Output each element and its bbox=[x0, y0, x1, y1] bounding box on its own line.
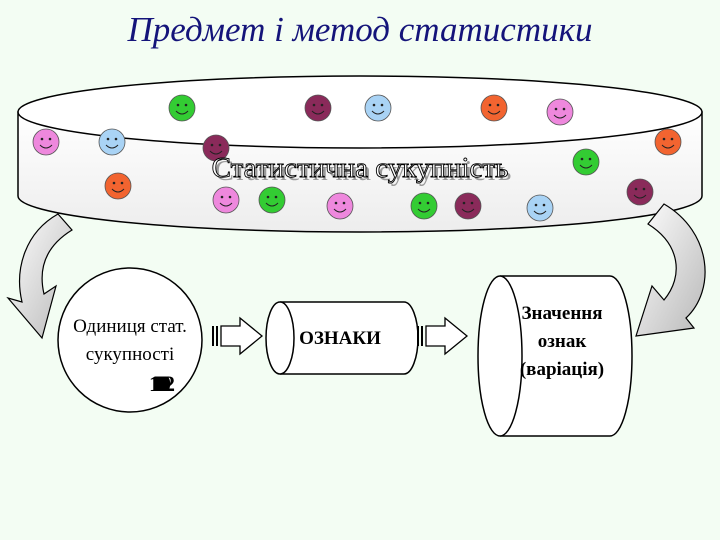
smiley-icon bbox=[364, 94, 392, 122]
smiley-icon bbox=[480, 94, 508, 122]
striped-arrow-2 bbox=[417, 316, 469, 356]
unit-number: 3 bbox=[159, 371, 170, 396]
unit-number: 6 bbox=[159, 371, 170, 396]
unit-label-line2: сукупності bbox=[86, 344, 174, 365]
features-node: ОЗНАКИ bbox=[265, 301, 419, 375]
unit-number: 8 bbox=[157, 371, 168, 396]
smiley-icon bbox=[572, 148, 600, 176]
curved-arrow-right bbox=[635, 203, 706, 337]
striped-arrow-1 bbox=[212, 316, 264, 356]
smiley-icon bbox=[326, 192, 354, 220]
smiley-icon bbox=[98, 128, 126, 156]
smiley-icon bbox=[626, 178, 654, 206]
unit-label-line1: Одиниця стат. bbox=[73, 316, 187, 337]
unit-number: 9 bbox=[159, 371, 170, 396]
smiley-group bbox=[32, 94, 682, 222]
smiley-icon bbox=[410, 192, 438, 220]
population-label-shadow: Статистична сукупність bbox=[215, 155, 512, 187]
features-label: ОЗНАКИ bbox=[299, 328, 381, 349]
unit-number: 2 bbox=[157, 371, 168, 396]
values-label-line2: ознак bbox=[538, 331, 587, 352]
smiley-icon bbox=[454, 192, 482, 220]
unit-number: 4 bbox=[155, 371, 166, 396]
smiley-icon bbox=[104, 172, 132, 200]
smiley-icon bbox=[526, 194, 554, 222]
values-label-line3: (варіація) bbox=[520, 359, 604, 380]
population-label: Статистична сукупність bbox=[212, 152, 509, 184]
smiley-icon bbox=[212, 186, 240, 214]
smiley-icon bbox=[654, 128, 682, 156]
smiley-icon bbox=[304, 94, 332, 122]
smiley-icon bbox=[168, 94, 196, 122]
smiley-icon bbox=[32, 128, 60, 156]
values-node: Значення ознак (варіація) bbox=[477, 275, 633, 437]
unit-number: 5 bbox=[157, 371, 168, 396]
page-title: Предмет і метод статистики bbox=[127, 10, 593, 49]
smiley-icon bbox=[546, 98, 574, 126]
unit-number: 11 bbox=[152, 371, 173, 396]
unit-number: 7 bbox=[155, 371, 166, 396]
smiley-icon bbox=[202, 134, 230, 162]
unit-number: 1 bbox=[155, 371, 166, 396]
unit-number: 12 bbox=[153, 371, 175, 396]
values-label-line1: Значення bbox=[521, 303, 602, 324]
unit-number: 10 bbox=[149, 371, 171, 396]
smiley-icon bbox=[258, 186, 286, 214]
curved-arrow-left bbox=[6, 213, 73, 340]
